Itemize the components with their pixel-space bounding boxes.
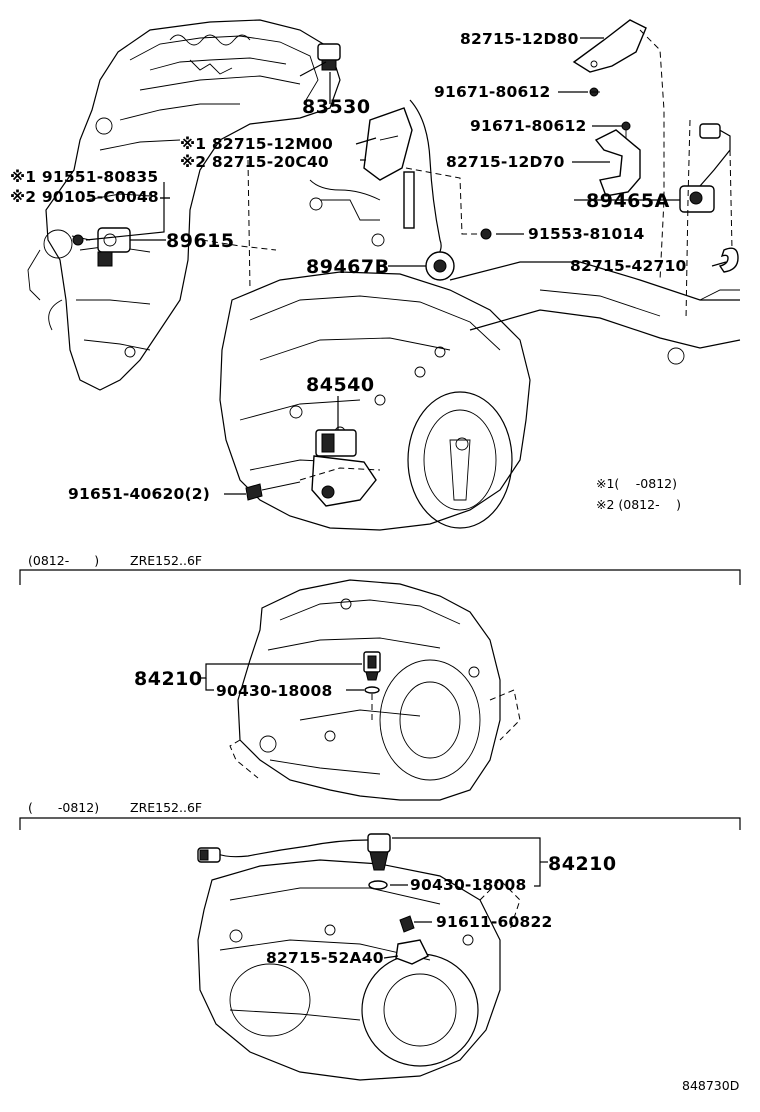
label-82715-12D80: 82715-12D80 xyxy=(460,30,579,48)
note-1: ※1( -0812) xyxy=(596,476,677,491)
note-2: ※2 (0812- ) xyxy=(596,497,681,512)
label-89467B: 89467B xyxy=(306,256,390,278)
label-84210-bottom: 84210 xyxy=(548,853,617,875)
label-91651-40620: 91651-40620(2) xyxy=(68,485,211,503)
label-82715-42710: 82715-42710 xyxy=(570,257,687,275)
label-89615: 89615 xyxy=(166,230,235,252)
transaxle-housing-drawing xyxy=(71,19,741,531)
label-91551-80835: ※1 91551-80835 xyxy=(10,168,159,186)
middle-transmission-drawing xyxy=(200,579,521,801)
bottom-header-range: ( -0812) xyxy=(28,800,100,815)
label-91671-80612-b: 91671-80612 xyxy=(470,117,587,135)
top-leader-lines xyxy=(85,29,733,495)
label-82715-12M00: ※1 82715-12M00 xyxy=(180,135,333,153)
label-89465A: 89465A xyxy=(586,190,670,212)
label-82715-20C40: ※2 82715-20C40 xyxy=(180,153,329,171)
label-90430-18008-middle: 90430-18008 xyxy=(216,682,333,700)
middle-header-model: ZRE152..6F xyxy=(130,553,203,568)
label-91553-81014: 91553-81014 xyxy=(528,225,645,243)
label-91611-60822: 91611-60822 xyxy=(436,913,553,931)
label-90430-18008-bottom: 90430-18008 xyxy=(410,876,527,894)
middle-header-range: (0812- ) xyxy=(28,553,100,568)
bottom-transmission-drawing xyxy=(197,833,548,1081)
section-dividers xyxy=(19,569,741,830)
label-84210-middle: 84210 xyxy=(134,668,203,690)
bottom-header-model: ZRE152..6F xyxy=(130,800,203,815)
label-84540: 84540 xyxy=(306,374,375,396)
label-90105-C0048: ※2 90105-C0048 xyxy=(10,188,159,206)
engine-assembly-drawing xyxy=(27,19,341,391)
label-91671-80612-a: 91671-80612 xyxy=(434,83,551,101)
label-82715-12D70: 82715-12D70 xyxy=(446,153,565,171)
label-83530: 83530 xyxy=(302,96,371,118)
label-82715-52A40: 82715-52A40 xyxy=(266,949,384,967)
diagram-id: 848730D xyxy=(682,1078,740,1093)
